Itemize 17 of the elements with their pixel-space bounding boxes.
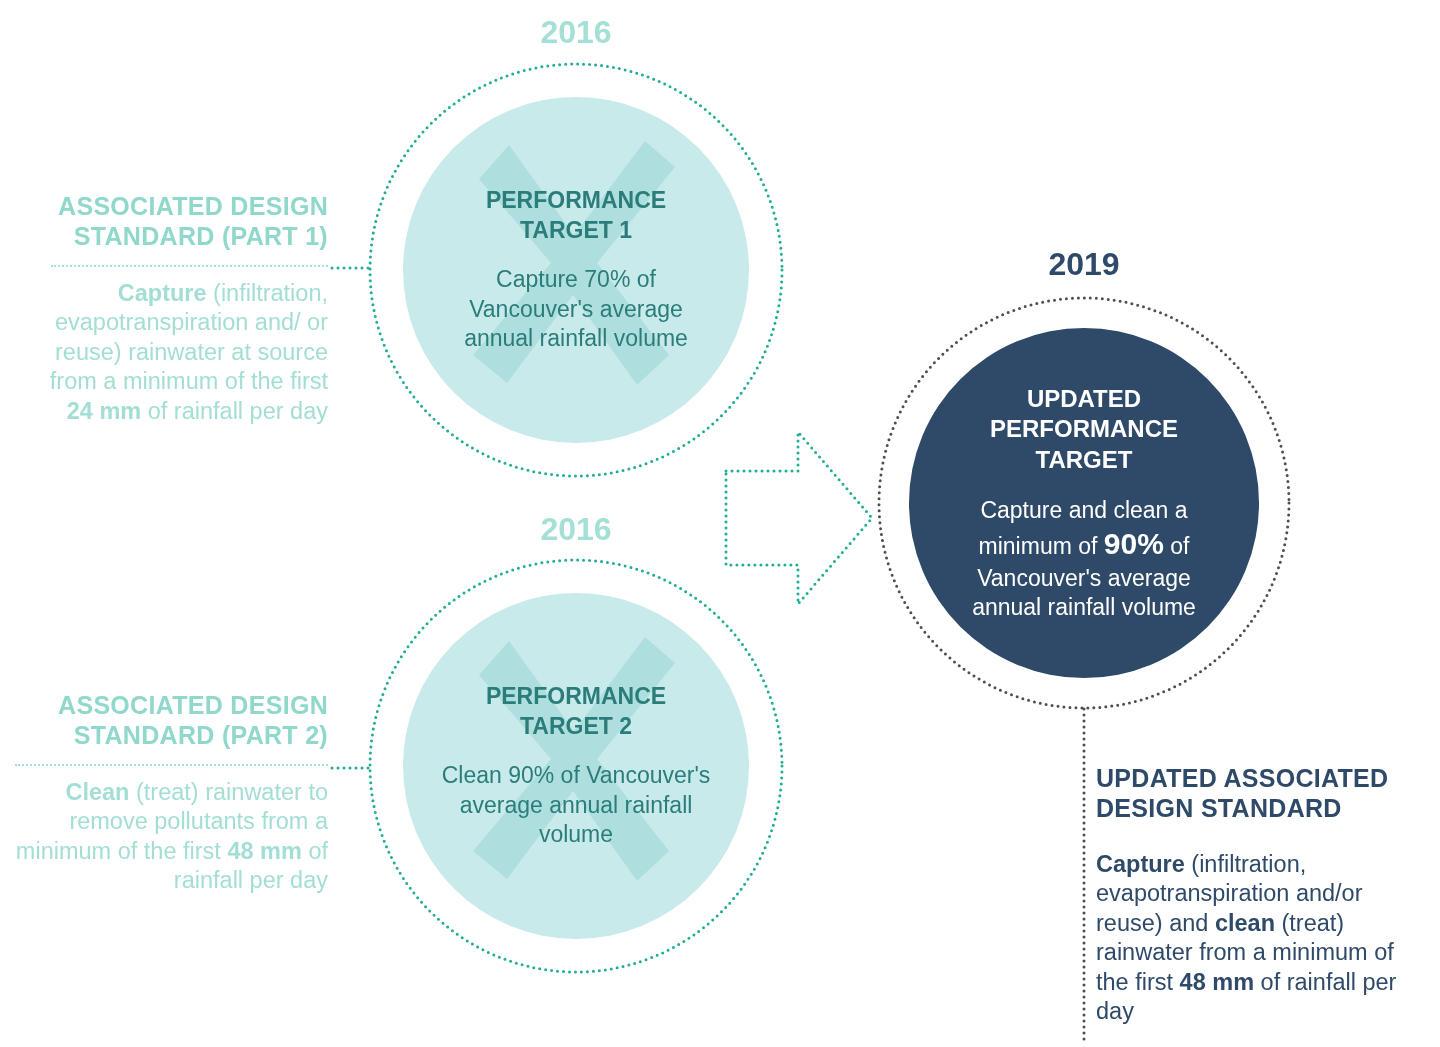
target-description: Capture and clean a minimum of 90% of Vancouver's average annual rainfall volume <box>971 495 1197 622</box>
standard-description: Clean (treat) rainwater to remove pollutants from a minimum of the first 48 mm of rainfall per day <box>14 778 328 896</box>
target-title: UPDATED PERFORMANCE TARGET <box>989 383 1179 475</box>
standard-description: Capture (infiltration, evapotranspiration and/ or reuse) rainwater at source from a minimum of the first 24 mm of rainfall per day <box>48 279 328 426</box>
leader-line <box>330 766 370 770</box>
year-heading: 2019 <box>1047 245 1121 284</box>
target-title: PERFORMANCE TARGET 1 <box>484 186 668 245</box>
standard-description: Capture (infiltration, evapotranspiration and/or reuse) and clean (treat) rainwater from a minimum of the first 48 mm of rainfall per day <box>1096 850 1398 1026</box>
standard-heading: ASSOCIATED DESIGN STANDARD (PART 2) <box>57 691 328 750</box>
target-description: Capture 70% of Vancouver's average annual rainfall volume <box>463 265 689 354</box>
year-heading: 2016 <box>539 510 613 549</box>
leader-line <box>330 266 370 270</box>
standard-heading: UPDATED ASSOCIATED DESIGN STANDARD <box>1096 764 1390 823</box>
standard-heading: ASSOCIATED DESIGN STANDARD (PART 1) <box>57 192 328 251</box>
year-heading: 2016 <box>539 13 613 52</box>
target-title: PERFORMANCE TARGET 2 <box>484 682 668 741</box>
target-description: Clean 90% of Vancouver's average annual rainfall volume <box>440 761 712 850</box>
